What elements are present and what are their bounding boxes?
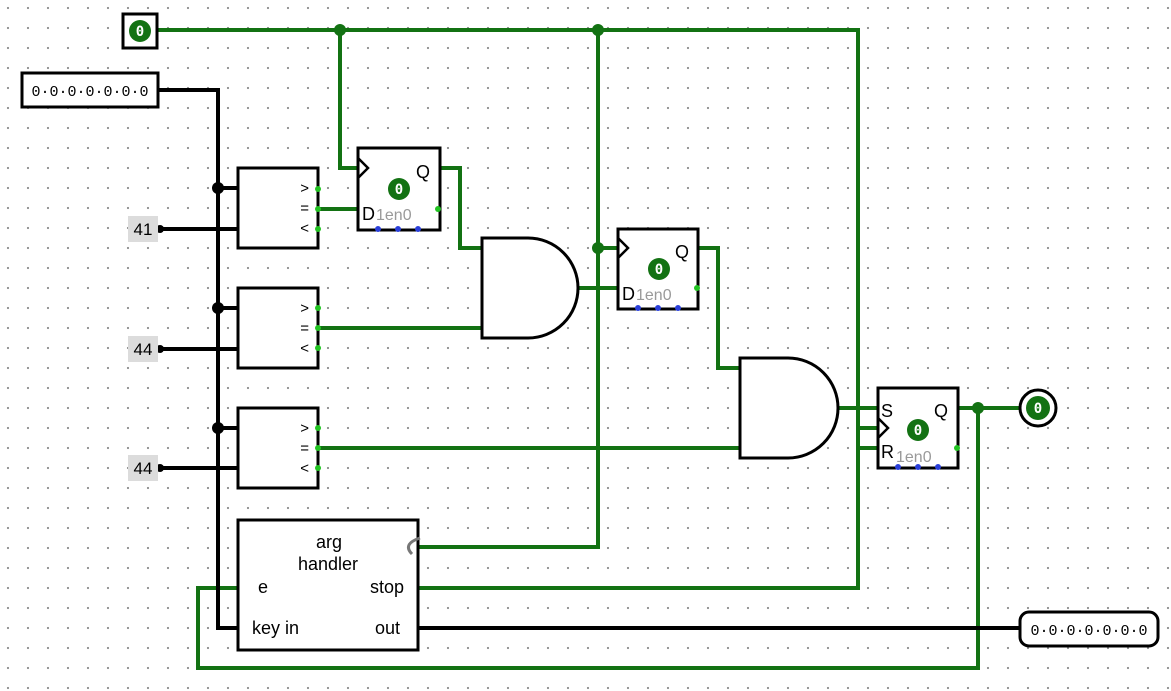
bus-output-value: 0·0·0·0·0·0·0 xyxy=(1030,623,1147,640)
arg-handler-port-keyin: key in xyxy=(252,618,299,638)
clock-triangle-icon xyxy=(617,237,630,259)
output-led[interactable]: 0 xyxy=(1018,388,1058,428)
sr-flipflop[interactable]: S Q R 1en0 0 xyxy=(876,386,960,470)
flipflop-enable-label: 1en0 xyxy=(636,287,672,304)
arg-handler-block[interactable]: arg handler e stop key in out xyxy=(236,518,421,652)
flipflop-q-label: Q xyxy=(416,162,430,182)
comparator-gt-label: > xyxy=(300,180,309,197)
arg-handler-port-out: out xyxy=(375,618,400,638)
and-gate-1[interactable] xyxy=(480,236,580,340)
comparator-lt-label: < xyxy=(300,340,309,357)
constant-41[interactable]: 41 xyxy=(128,216,158,242)
junction-dots xyxy=(156,24,984,472)
comparator-2[interactable]: > = < xyxy=(236,286,321,370)
flipflop-state-value: 0 xyxy=(655,262,663,278)
constant-value: 44 xyxy=(134,459,153,478)
clock-input-value: 0 xyxy=(136,24,144,40)
bus-output-pin[interactable]: 0·0·0·0·0·0·0 xyxy=(1018,610,1160,648)
arg-handler-title-1: arg xyxy=(316,532,342,552)
arg-handler-port-e: e xyxy=(258,577,268,597)
comparator-gt-label: > xyxy=(300,420,309,437)
bus-input-value: 0·0·0·0·0·0·0 xyxy=(31,84,148,101)
comparator-1[interactable]: > = < xyxy=(236,166,321,250)
flipflop-d-label: D xyxy=(362,204,375,224)
constant-44-a[interactable]: 44 xyxy=(128,336,158,362)
comparator-3[interactable]: > = < xyxy=(236,406,321,490)
clock-triangle-icon xyxy=(357,157,370,179)
constant-44-b[interactable]: 44 xyxy=(128,455,158,481)
bus-wires xyxy=(156,88,1022,630)
flipflop-d-label: D xyxy=(622,284,635,304)
comparator-gt-label: > xyxy=(300,300,309,317)
bus-input-pin[interactable]: 0·0·0·0·0·0·0 xyxy=(20,71,160,109)
flipflop-r-label: R xyxy=(881,442,894,462)
comparator-lt-label: < xyxy=(300,220,309,237)
d-flipflop-2[interactable]: Q D 1en0 0 xyxy=(616,227,700,311)
arg-handler-port-stop: stop xyxy=(370,577,404,597)
clock-input-pin[interactable]: 0 xyxy=(121,12,159,50)
clock-input-arc-icon xyxy=(406,536,421,556)
clock-triangle-icon xyxy=(877,417,890,439)
flipflop-q-label: Q xyxy=(675,242,689,262)
flipflop-state-value: 0 xyxy=(395,182,403,198)
green-wires xyxy=(153,28,1022,670)
flipflop-q-label: Q xyxy=(934,401,948,421)
d-flipflop-1[interactable]: Q D 1en0 0 xyxy=(356,146,442,232)
comparator-lt-label: < xyxy=(300,460,309,477)
output-led-value: 0 xyxy=(1034,401,1042,417)
flipflop-enable-label: 1en0 xyxy=(896,449,932,466)
flipflop-state-value: 0 xyxy=(914,423,922,439)
comparator-eq-label: = xyxy=(300,320,309,337)
flipflop-s-label: S xyxy=(881,401,893,421)
constant-value: 41 xyxy=(134,220,153,239)
constant-value: 44 xyxy=(134,340,153,359)
comparator-eq-label: = xyxy=(300,200,309,217)
flipflop-enable-label: 1en0 xyxy=(376,207,412,224)
and-gate-2[interactable] xyxy=(738,356,840,460)
comparator-eq-label: = xyxy=(300,440,309,457)
arg-handler-title-2: handler xyxy=(298,554,358,574)
